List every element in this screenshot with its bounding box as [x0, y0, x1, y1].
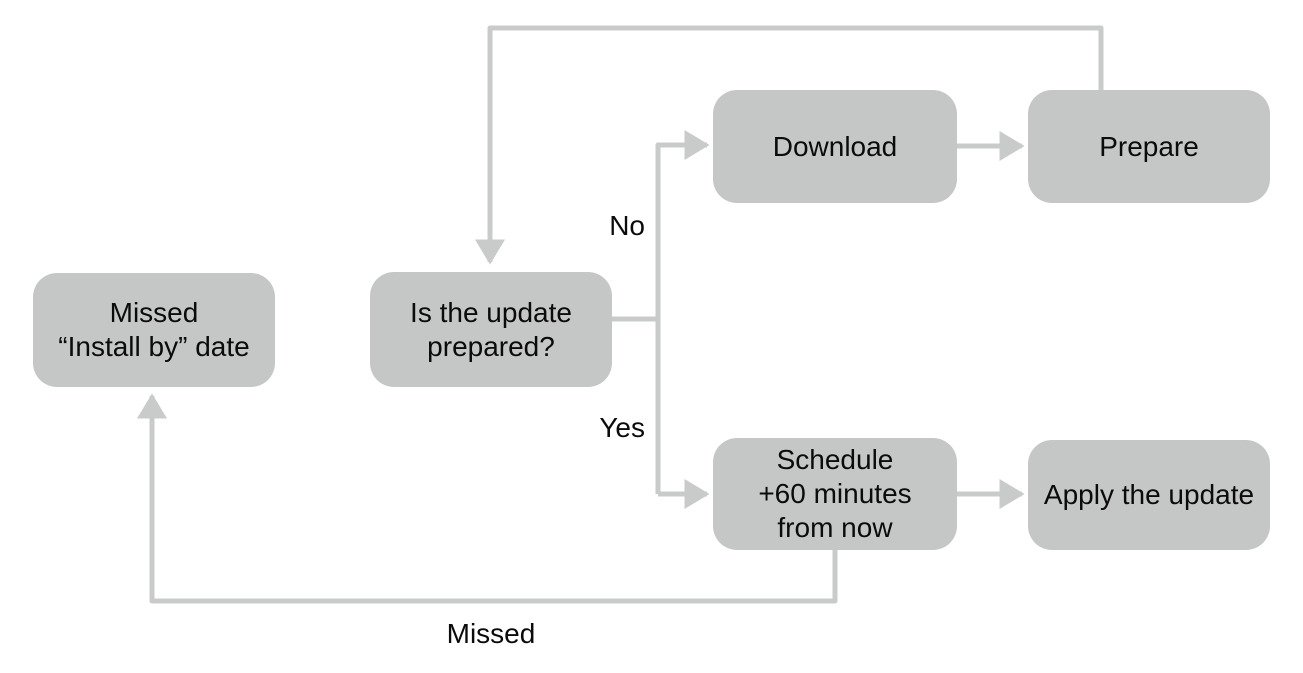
edge-label-yes: Yes — [599, 412, 645, 443]
edge-label-missed: Missed — [446, 618, 536, 649]
node-is-update-prepared: Is the update prepared? — [370, 272, 612, 387]
node-schedule-60-minutes: Schedule +60 minutes from now — [713, 438, 957, 550]
node-prepare: Prepare — [1028, 90, 1270, 203]
node-download: Download — [713, 90, 957, 203]
edge-prepare-loop-to-decision — [475, 25, 1104, 265]
node-missed-install-by-date: Missed “Install by” date — [33, 273, 275, 387]
edge-label-no: No — [609, 210, 645, 241]
node-apply-the-update: Apply the update — [1028, 440, 1270, 550]
edge-schedule-missed-to-start — [137, 393, 838, 604]
edge-branch-no-to-download — [655, 130, 710, 494]
